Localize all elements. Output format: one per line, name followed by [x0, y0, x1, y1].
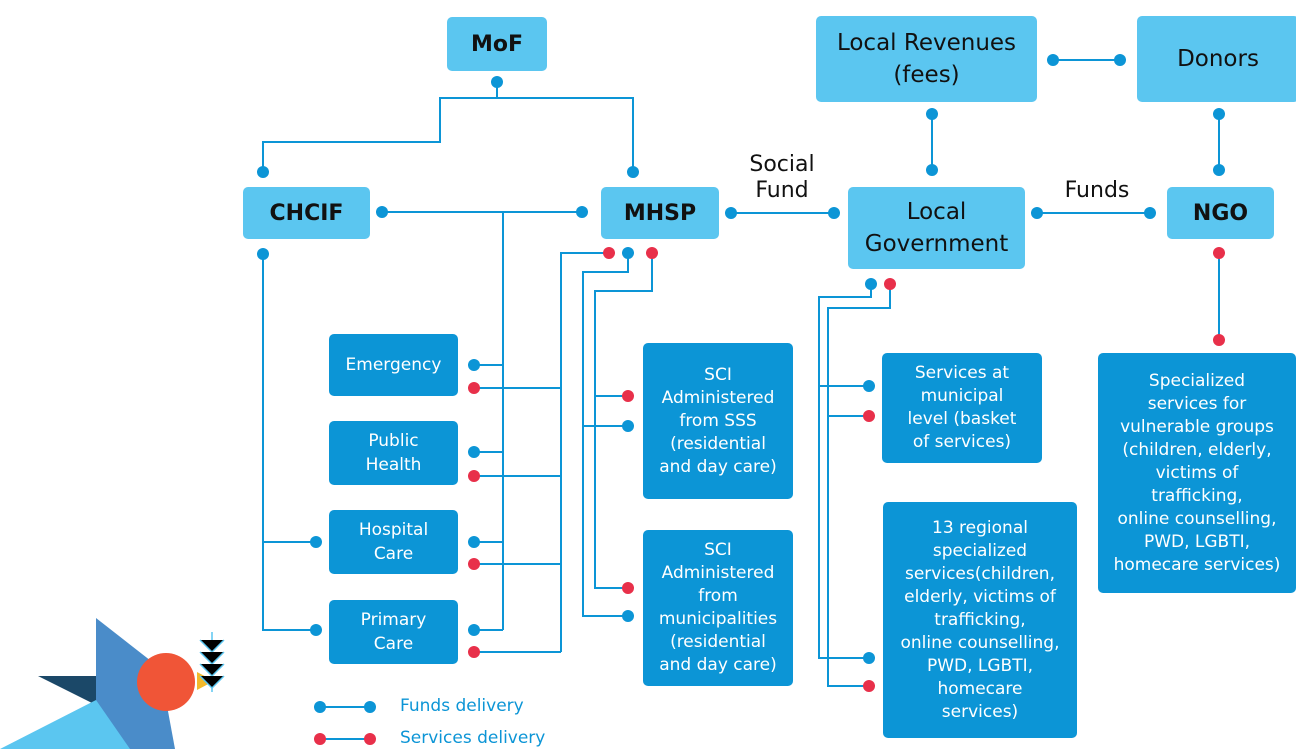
legend-services-symbol: [314, 733, 376, 745]
ngo-services-node: Specialized services for vulnerable grou…: [1098, 353, 1296, 593]
funds-dot: [576, 206, 588, 218]
ngo-services-label: Specialized services for vulnerable grou…: [1113, 370, 1281, 575]
funds-dot: [1114, 54, 1126, 66]
chcif-node: CHCIF: [243, 187, 370, 239]
funds-dot: [491, 76, 503, 88]
services-dot: [1213, 334, 1225, 346]
funds-dot: [1144, 207, 1156, 219]
funds-dot: [376, 206, 388, 218]
services-dot: [468, 558, 480, 570]
mhsp-node: MHSP: [601, 187, 719, 239]
social-fund-label: Social Fund: [749, 152, 815, 203]
legend-funds-symbol: [314, 701, 376, 713]
funds-dot: [310, 624, 322, 636]
services-dot: [468, 470, 480, 482]
services-dot: [1213, 247, 1225, 259]
services-dot: [863, 410, 875, 422]
sci-municipalities-label: SCI Administered from municipalities (re…: [658, 540, 778, 675]
legend-services-delivery: Services delivery: [400, 728, 546, 748]
funds-dot: [863, 380, 875, 392]
public-health-label: Public Health: [365, 431, 422, 475]
sci-sss-node: SCI Administered from SSS (residential a…: [643, 343, 793, 499]
funds-dot: [1213, 164, 1225, 176]
services-dot: [603, 247, 615, 259]
funds-dot: [468, 446, 480, 458]
services-municipal-node: Services at municipal level (basket of s…: [882, 353, 1042, 463]
funds-dot: [468, 359, 480, 371]
public-health-node: Public Health: [329, 421, 458, 485]
ngo-node: NGO: [1167, 187, 1274, 239]
hospital-care-node: Hospital Care: [329, 510, 458, 574]
mhsp-label: MHSP: [623, 200, 697, 226]
funds-dot: [627, 166, 639, 178]
donors-node: Donors: [1137, 16, 1296, 102]
emergency-label: Emergency: [345, 355, 442, 375]
mof-node: MoF: [447, 17, 547, 71]
funds-dot: [926, 108, 938, 120]
services-municipal-label: Services at municipal level (basket of s…: [907, 363, 1017, 452]
local-government-node: Local Government: [848, 187, 1025, 269]
local-revenues-node: Local Revenues (fees): [816, 16, 1037, 102]
bird-illustration: [0, 618, 225, 749]
funds-dot: [828, 207, 840, 219]
services-dot: [622, 582, 634, 594]
funds-dot: [1031, 207, 1043, 219]
funds-dot: [622, 420, 634, 432]
funds-dot: [1047, 54, 1059, 66]
donors-label: Donors: [1177, 46, 1259, 72]
funds-dot: [257, 248, 269, 260]
funds-dot: [926, 164, 938, 176]
funds-dot: [865, 278, 877, 290]
funds-dot: [863, 652, 875, 664]
funds-dot: [468, 624, 480, 636]
funds-dot: [468, 536, 480, 548]
funds-dot: [310, 536, 322, 548]
funds-dot: [622, 247, 634, 259]
services-dot: [884, 278, 896, 290]
services-dot: [863, 680, 875, 692]
sci-municipalities-node: SCI Administered from municipalities (re…: [643, 530, 793, 686]
emergency-node: Emergency: [329, 334, 458, 396]
regional-services-node: 13 regional specialized services(childre…: [883, 502, 1077, 738]
services-dot: [468, 646, 480, 658]
services-dot: [646, 247, 658, 259]
ngo-label: NGO: [1192, 200, 1249, 226]
local-government-label: Local Government: [864, 199, 1009, 257]
sci-sss-label: SCI Administered from SSS (residential a…: [659, 364, 777, 477]
funds-dot: [622, 610, 634, 622]
local-revenues-label: Local Revenues (fees): [836, 30, 1017, 88]
primary-care-label: Primary Care: [360, 610, 427, 654]
funds-dot: [1213, 108, 1225, 120]
hospital-care-label: Hospital Care: [358, 520, 429, 564]
funds-dot: [725, 207, 737, 219]
legend-funds-delivery: Funds delivery: [400, 696, 524, 716]
funds-dot: [257, 166, 269, 178]
primary-care-node: Primary Care: [329, 600, 458, 664]
services-dot: [622, 390, 634, 402]
chcif-label: CHCIF: [269, 200, 344, 226]
regional-services-label: 13 regional specialized services(childre…: [900, 517, 1060, 722]
mof-label: MoF: [470, 31, 524, 57]
funds-label: Funds: [1064, 178, 1130, 203]
services-dot: [468, 382, 480, 394]
